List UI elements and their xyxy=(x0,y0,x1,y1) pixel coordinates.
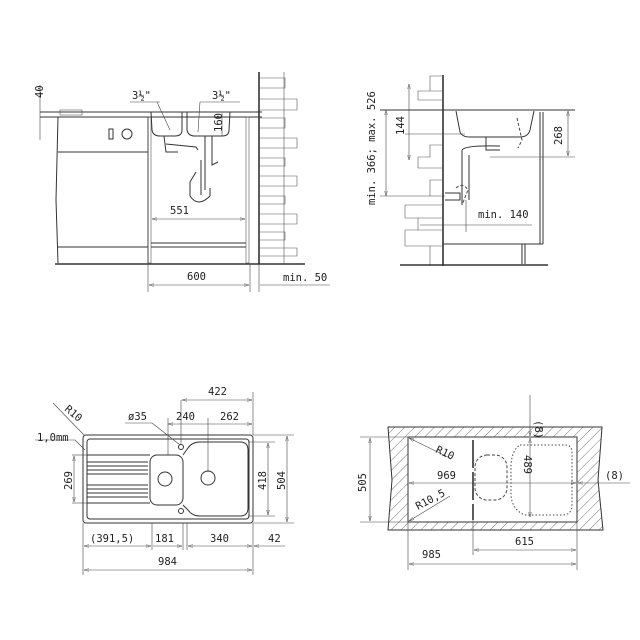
dim-bowl-section: 615 xyxy=(515,536,534,548)
bowl-section xyxy=(455,110,535,138)
dim-bowl-cutout: 489 xyxy=(521,455,533,474)
cutout-view: 505 969 (8) (8) 489 R10 R10,5 615 985 xyxy=(357,395,630,570)
large-bowl-section xyxy=(186,111,231,137)
siphon xyxy=(445,137,501,205)
dim-large-bowl-width: 340 xyxy=(210,533,229,545)
dim-cutout-length-inner: 969 xyxy=(437,470,456,482)
drainer-ribs xyxy=(87,454,150,504)
dim-cutout-depth: 505 xyxy=(357,473,369,492)
small-bowl-section xyxy=(150,111,183,137)
dim-bowl-depth: 160 xyxy=(213,113,225,132)
dim-wall-gap: min. 50 xyxy=(283,272,327,284)
dim-edge-margin: 42 xyxy=(268,533,281,545)
dim-top-clearance: (8) xyxy=(532,420,544,439)
dim-large-bowl-offset: 262 xyxy=(220,411,239,423)
dim-cutout-length: 985 xyxy=(422,549,441,561)
countertop-hatched xyxy=(387,426,604,531)
large-drain xyxy=(200,470,216,486)
dim-bowl-depth: 144 xyxy=(395,116,407,135)
dim-drainer-width: (391,5) xyxy=(90,533,134,545)
label-waste-left: 3½" xyxy=(132,90,151,102)
large-bowl xyxy=(182,441,249,517)
small-drain xyxy=(157,471,173,487)
dim-drain-height: min. 366; max. 526 xyxy=(366,91,378,205)
brick-wall xyxy=(404,75,443,266)
dim-corner-radius: R10 xyxy=(434,444,456,463)
label-waste-right: 3½" xyxy=(212,90,231,102)
brick-wall xyxy=(259,72,298,264)
waste-plumbing xyxy=(163,135,219,203)
dim-overall-depth: 504 xyxy=(276,471,288,490)
dim-small-bowl-width: 181 xyxy=(155,533,174,545)
dim-corner-radius-2: R10,5 xyxy=(414,487,448,512)
dim-overall-length: 984 xyxy=(158,556,177,568)
top-view: 422 240 262 ø35 R10 1,0mm 269 418 504 (3… xyxy=(35,386,294,575)
dim-hole-diameter: ø35 xyxy=(128,411,147,423)
dishwasher-cabinet xyxy=(55,116,149,264)
dim-counter-thickness: 40 xyxy=(34,85,46,98)
control-dial xyxy=(121,128,133,140)
dim-bowl-depth: 418 xyxy=(257,471,269,490)
dim-cabinet-width: 600 xyxy=(187,271,206,283)
front-view: 40 3½" 3½" 160 551 600 min. 50 xyxy=(34,72,330,292)
control-knob xyxy=(108,128,114,140)
dim-overall-width: 422 xyxy=(208,386,227,398)
small-bowl xyxy=(149,454,184,506)
dim-siphon-height-label: 268 xyxy=(553,126,565,145)
dim-wall-distance: min. 140 xyxy=(478,209,529,221)
dim-corner-radius: R10 xyxy=(62,403,84,424)
cutout-outline xyxy=(407,436,578,523)
dim-side-clearance: (8) xyxy=(605,470,624,482)
side-view: min. 366; max. 526 144 268 min. 140 xyxy=(366,75,575,266)
dim-inner-width: 551 xyxy=(170,205,189,217)
dim-thickness: 1,0mm xyxy=(37,432,69,444)
tap-hole xyxy=(178,444,184,450)
overflow-hole xyxy=(178,508,184,514)
dim-small-bowl-offset: 240 xyxy=(176,411,195,423)
dim-drainer-depth: 269 xyxy=(63,471,75,490)
